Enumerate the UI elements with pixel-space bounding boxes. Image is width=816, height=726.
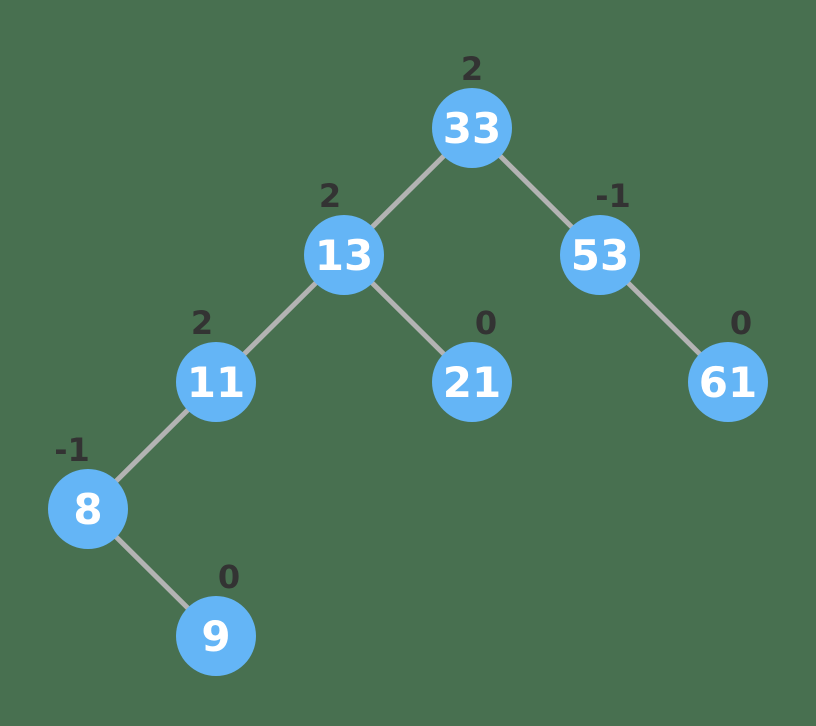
node-circle-13 <box>304 215 384 295</box>
balance-factor-8: -1 <box>54 431 90 469</box>
balance-factor-21: 0 <box>475 304 497 342</box>
node-value-21: 21 <box>443 358 501 407</box>
tree-node-8: 8-1 <box>48 431 128 549</box>
node-value-9: 9 <box>201 612 230 661</box>
tree-node-11: 112 <box>176 304 256 422</box>
balance-factor-11: 2 <box>191 304 213 342</box>
node-value-13: 13 <box>315 231 373 280</box>
node-circle-9 <box>176 596 256 676</box>
node-value-11: 11 <box>187 358 245 407</box>
node-value-61: 61 <box>699 358 757 407</box>
node-circle-61 <box>688 342 768 422</box>
balance-factor-9: 0 <box>218 558 240 596</box>
tree-node-61: 610 <box>688 304 768 422</box>
tree-node-13: 132 <box>304 177 384 295</box>
node-value-53: 53 <box>571 231 629 280</box>
tree-node-21: 210 <box>432 304 512 422</box>
node-value-33: 33 <box>443 104 501 153</box>
balance-factor-33: 2 <box>461 50 483 88</box>
balance-factor-53: -1 <box>595 177 631 215</box>
balance-factor-61: 0 <box>730 304 752 342</box>
node-circle-53 <box>560 215 640 295</box>
balance-factor-13: 2 <box>319 177 341 215</box>
tree-node-33: 332 <box>432 50 512 168</box>
node-circle-21 <box>432 342 512 422</box>
node-circle-11 <box>176 342 256 422</box>
tree-node-9: 90 <box>176 558 256 676</box>
node-circle-8 <box>48 469 128 549</box>
node-value-8: 8 <box>73 485 102 534</box>
node-circle-33 <box>432 88 512 168</box>
tree-node-53: 53-1 <box>560 177 640 295</box>
